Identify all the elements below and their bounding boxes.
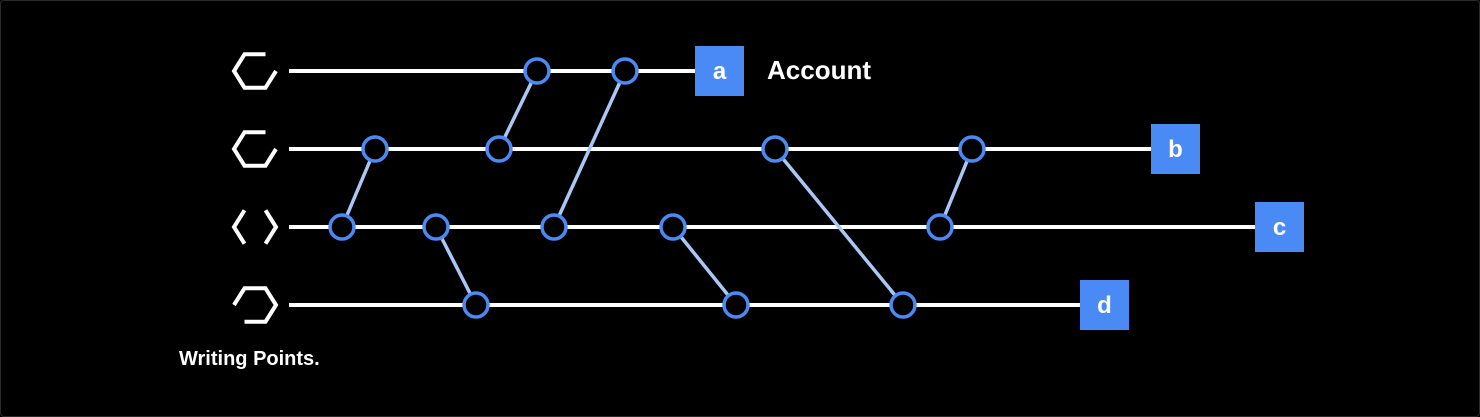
write-point-node [361, 135, 389, 163]
diagram-caption: Writing Points. [179, 348, 320, 370]
hexagon-partial-icon [232, 286, 279, 324]
link-c5-b4 [938, 148, 974, 228]
write-point-node [722, 291, 750, 319]
hexagon-partial-icon [231, 209, 279, 245]
lane-end-label-c: c [1273, 214, 1286, 241]
lane-end-label-a: a [713, 58, 727, 85]
lane-end-box-b [1151, 124, 1200, 174]
write-point-node [611, 57, 639, 85]
lane-end-label-b: b [1168, 136, 1183, 163]
write-point-node [958, 135, 986, 163]
write-point-node [540, 213, 568, 241]
hexagon-partial-icon [231, 52, 278, 90]
lane-a-title: Account [767, 55, 871, 85]
hexagon-partial-icon [231, 130, 278, 168]
write-point-node [523, 57, 551, 85]
write-point-node [422, 213, 450, 241]
write-point-node [328, 213, 356, 241]
link-c1-b1 [340, 148, 377, 228]
lane-end-box-a [695, 46, 744, 96]
lane-end-box-d [1080, 280, 1129, 330]
write-point-node [485, 135, 513, 163]
write-point-node [926, 213, 954, 241]
write-point-node [659, 213, 687, 241]
link-c3-a2 [552, 70, 627, 228]
link-c2-d1 [434, 226, 478, 306]
write-point-node [889, 291, 917, 319]
link-b3-d3 [773, 147, 905, 307]
write-point-node [462, 291, 490, 319]
lane-end-label-d: d [1097, 292, 1112, 319]
link-c4-d2 [671, 225, 738, 307]
lane-end-box-c [1255, 202, 1304, 252]
link-b2-a1 [497, 70, 539, 150]
write-point-node [761, 135, 789, 163]
